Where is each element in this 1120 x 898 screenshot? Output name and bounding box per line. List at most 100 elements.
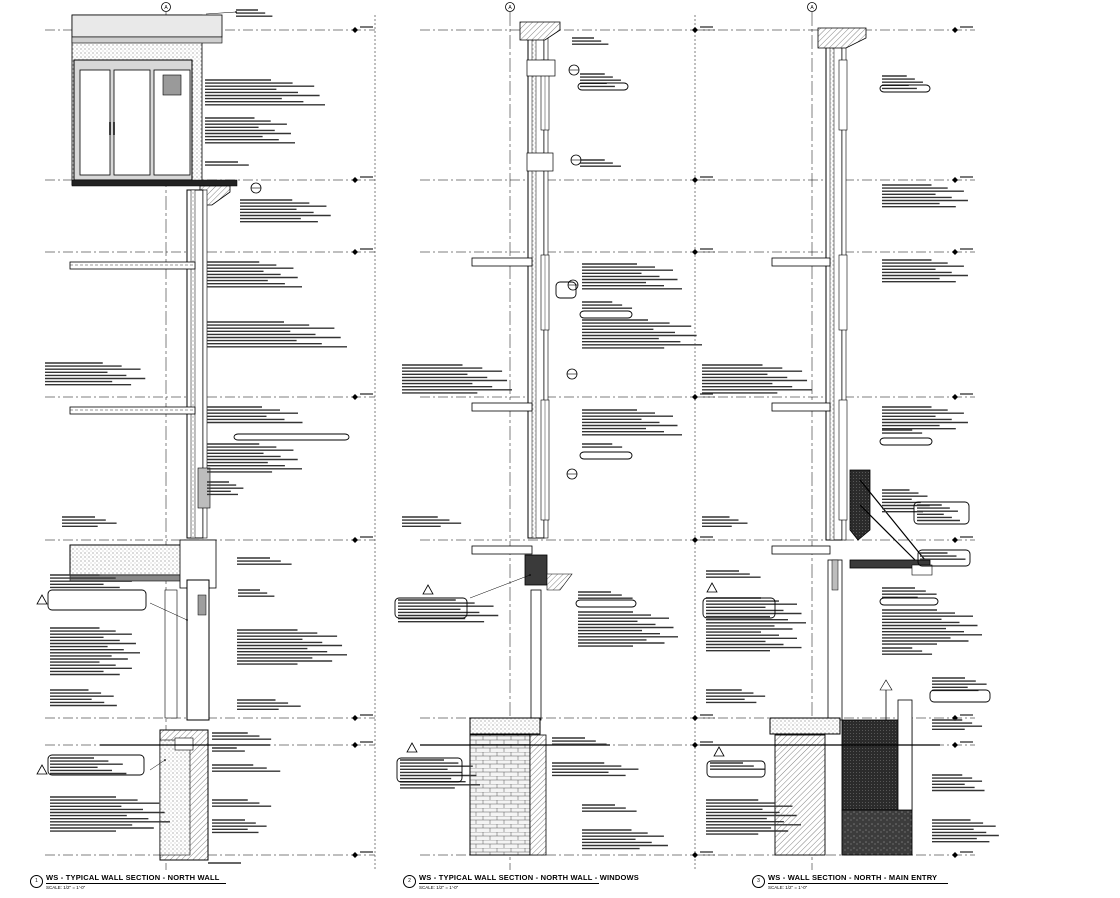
revision-cloud bbox=[917, 549, 971, 567]
floor-slab bbox=[69, 406, 196, 415]
leader-dot-icon bbox=[164, 759, 166, 761]
title-underline bbox=[419, 883, 599, 884]
revision-cloud bbox=[394, 597, 468, 619]
level-marker-icon bbox=[952, 249, 958, 255]
section-bubble-icon: 3 bbox=[752, 875, 765, 888]
wall-insulation bbox=[829, 29, 835, 541]
level-marker-icon bbox=[952, 537, 958, 543]
section-scale-label: SCALE: 1/2" = 1'-0" bbox=[46, 885, 86, 890]
window-sill-detail bbox=[526, 152, 554, 172]
footing-notch bbox=[174, 737, 194, 751]
window-unit bbox=[838, 254, 848, 331]
wall-sheathing bbox=[202, 189, 208, 539]
level-marker-icon bbox=[352, 249, 358, 255]
handrail-post-icon bbox=[879, 679, 893, 691]
canopy-tie-rod bbox=[859, 479, 926, 561]
storefront-head bbox=[831, 559, 839, 591]
gridline-bubble-icon bbox=[161, 2, 171, 12]
floor-slab bbox=[771, 402, 831, 412]
section-scale-label: SCALE: 1/2" = 1'-0" bbox=[768, 885, 808, 890]
floor-slab bbox=[771, 257, 831, 267]
signage-box bbox=[162, 74, 182, 96]
leader-line bbox=[469, 574, 531, 599]
revision-cloud bbox=[879, 84, 931, 93]
storefront-door-panel bbox=[113, 69, 151, 176]
section-title-label: WS - TYPICAL WALL SECTION - NORTH WALL bbox=[46, 873, 220, 882]
foundation-wall bbox=[774, 734, 826, 856]
gridline-label: A bbox=[164, 5, 168, 11]
revision-delta-icon bbox=[422, 584, 434, 595]
revision-delta-icon bbox=[36, 764, 48, 775]
level-marker-icon bbox=[352, 27, 358, 33]
lower-wall-column bbox=[164, 589, 178, 719]
level-marker-icon bbox=[952, 852, 958, 858]
floor-slab bbox=[471, 402, 533, 412]
level-marker-icon bbox=[692, 715, 698, 721]
canopy-tie-rod bbox=[859, 504, 916, 561]
revision-cloud bbox=[579, 310, 633, 319]
section-scale-label: SCALE: 1/2" = 1'-0" bbox=[419, 885, 459, 890]
leader-dot-icon bbox=[529, 574, 531, 576]
floor-slab bbox=[471, 545, 533, 555]
gridline-bubble-icon bbox=[807, 2, 817, 12]
ground-floor-slab bbox=[69, 544, 191, 576]
revision-cloud bbox=[929, 689, 991, 703]
revision-cloud bbox=[396, 757, 463, 783]
revision-delta-icon bbox=[406, 742, 418, 753]
revision-cloud bbox=[575, 599, 637, 608]
wall-insulation bbox=[190, 189, 196, 539]
revision-cloud bbox=[577, 82, 629, 91]
revision-cloud bbox=[47, 754, 145, 776]
leader-line bbox=[205, 11, 237, 15]
window-unit bbox=[838, 399, 848, 521]
storefront-mullion bbox=[530, 589, 542, 721]
revision-cloud bbox=[555, 281, 577, 299]
revision-cloud bbox=[706, 760, 766, 778]
title-underline bbox=[46, 883, 226, 884]
level-marker-icon bbox=[352, 394, 358, 400]
ground-floor-slab bbox=[769, 717, 841, 735]
parapet-cap bbox=[817, 27, 867, 49]
canopy-bracket bbox=[546, 573, 573, 591]
level-marker-icon bbox=[952, 742, 958, 748]
leader-line bbox=[149, 759, 166, 771]
level-marker-icon bbox=[352, 852, 358, 858]
revision-cloud bbox=[879, 597, 939, 606]
revision-delta-icon bbox=[36, 594, 48, 605]
level-marker-icon bbox=[952, 27, 958, 33]
revision-cloud bbox=[47, 589, 147, 611]
leader-dot-icon bbox=[235, 11, 237, 13]
revision-cloud bbox=[233, 433, 350, 441]
wall-insulation bbox=[531, 29, 537, 539]
revision-cloud bbox=[579, 451, 633, 460]
canopy-deck bbox=[849, 559, 931, 569]
revision-cloud bbox=[702, 597, 776, 619]
storefront-head bbox=[524, 554, 548, 586]
section-title-label: WS - WALL SECTION - NORTH - MAIN ENTRY bbox=[768, 873, 938, 882]
gridline-bubble-icon bbox=[505, 2, 515, 12]
light-fixture bbox=[197, 594, 207, 616]
level-marker-icon bbox=[692, 27, 698, 33]
level-marker-icon bbox=[352, 715, 358, 721]
level-marker-icon bbox=[352, 537, 358, 543]
window-unit bbox=[838, 59, 848, 131]
foundation-backfill bbox=[159, 739, 191, 856]
gravel-fill bbox=[841, 809, 913, 856]
foundation-wall bbox=[529, 734, 547, 856]
level-marker-icon bbox=[952, 177, 958, 183]
level-marker-icon bbox=[952, 394, 958, 400]
section-bubble-icon: 2 bbox=[403, 875, 416, 888]
parapet-cap bbox=[519, 21, 561, 41]
revision-delta-icon bbox=[706, 582, 718, 593]
floor-slab bbox=[471, 257, 533, 267]
cornice-band bbox=[71, 14, 223, 38]
revision-delta-icon bbox=[713, 746, 725, 757]
floor-slab bbox=[69, 261, 196, 270]
section-title-label: WS - TYPICAL WALL SECTION - NORTH WALL -… bbox=[419, 873, 640, 882]
canopy-slab bbox=[71, 179, 238, 187]
brick-foundation bbox=[469, 734, 531, 856]
revision-cloud bbox=[879, 437, 933, 446]
title-underline bbox=[768, 883, 948, 884]
